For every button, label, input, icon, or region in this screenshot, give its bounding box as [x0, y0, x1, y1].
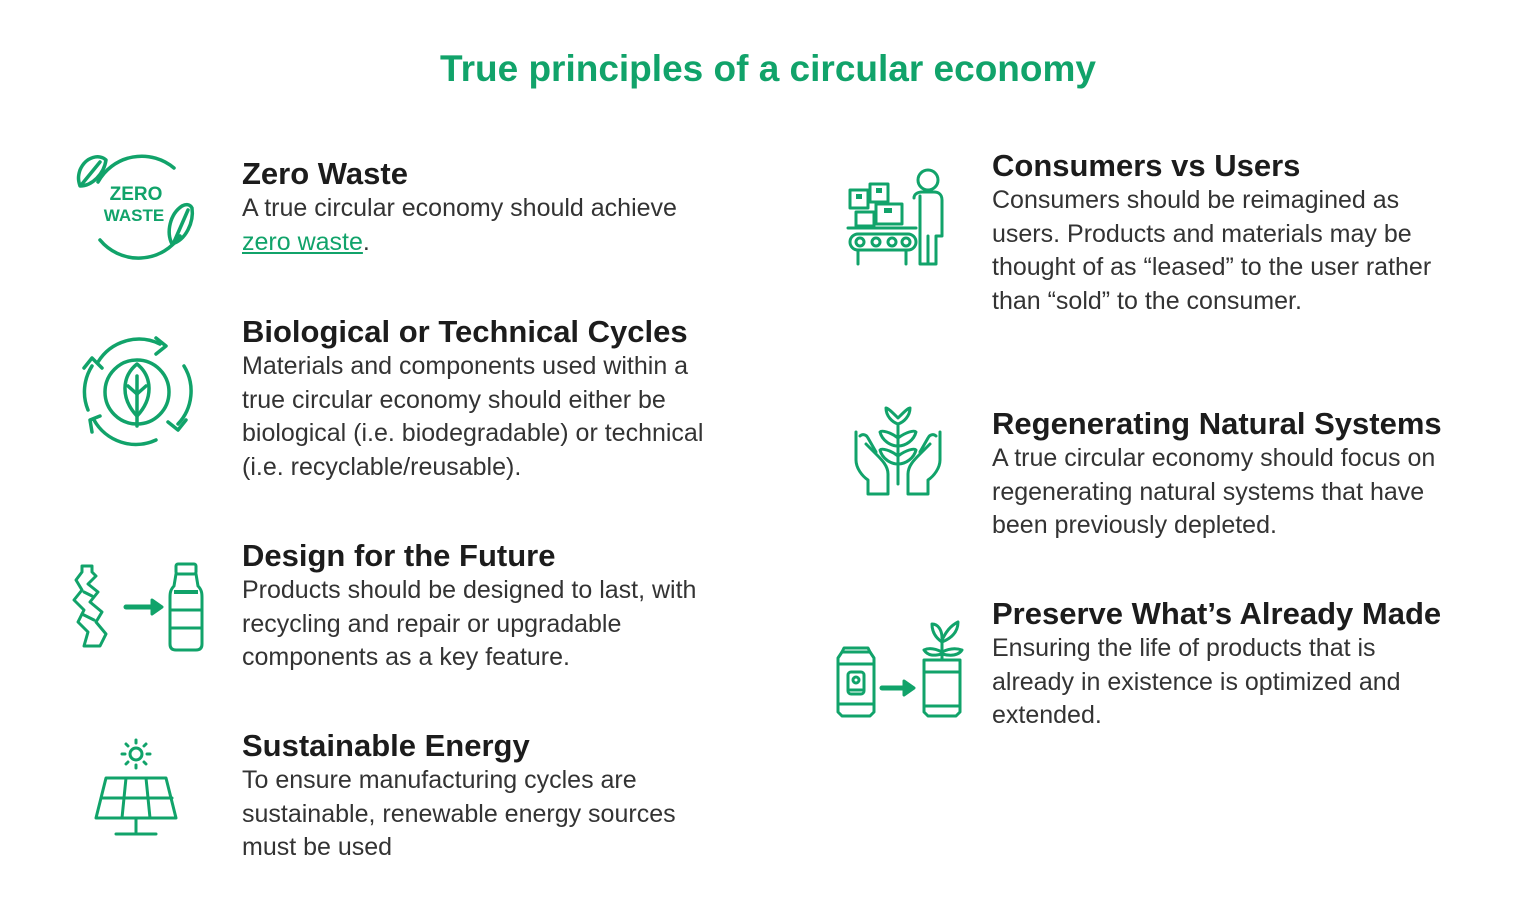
hands-plant-icon [852, 404, 944, 498]
principle-body: A true circular economy should focus on … [992, 444, 1436, 539]
solar-panel-icon [92, 738, 184, 840]
principle-heading: Sustainable Energy [242, 728, 530, 763]
principle-heading: Preserve What’s Already Made [992, 596, 1442, 631]
body-text-end: . [362, 227, 370, 256]
zero-waste-icon: ZERO WASTE [76, 148, 198, 262]
principle-body: To ensure manufacturing cycles are susta… [242, 766, 676, 861]
principle-heading: Design for the Future [242, 538, 556, 573]
principle-body: A true circular economy should achieve z… [242, 192, 682, 259]
principle-heading: Biological or Technical Cycles [242, 314, 688, 349]
user-conveyor-icon [846, 166, 950, 268]
recycle-leaf-icon [80, 336, 194, 448]
crushed-bottle-to-bottle-icon [70, 562, 206, 652]
can-to-planter-icon [834, 612, 966, 720]
principle-heading: Regenerating Natural Systems [992, 406, 1442, 441]
principle-heading: Consumers vs Users [992, 148, 1301, 183]
principle-body: Consumers should be reimagined as users.… [992, 186, 1432, 315]
principle-body: Ensuring the life of products that is al… [992, 634, 1401, 729]
principle-heading: Zero Waste [242, 156, 408, 191]
zero-waste-icon-text-1: ZERO [110, 184, 163, 205]
zero-waste-icon-text-2: WASTE [104, 206, 164, 225]
zero-waste-link[interactable]: zero waste [242, 227, 363, 256]
body-text: A true circular economy should achieve [242, 194, 677, 222]
page-title: True principles of a circular economy [440, 48, 1096, 89]
principle-body: Products should be designed to last, wit… [242, 576, 697, 671]
principle-body: Materials and components used within a t… [242, 352, 704, 481]
